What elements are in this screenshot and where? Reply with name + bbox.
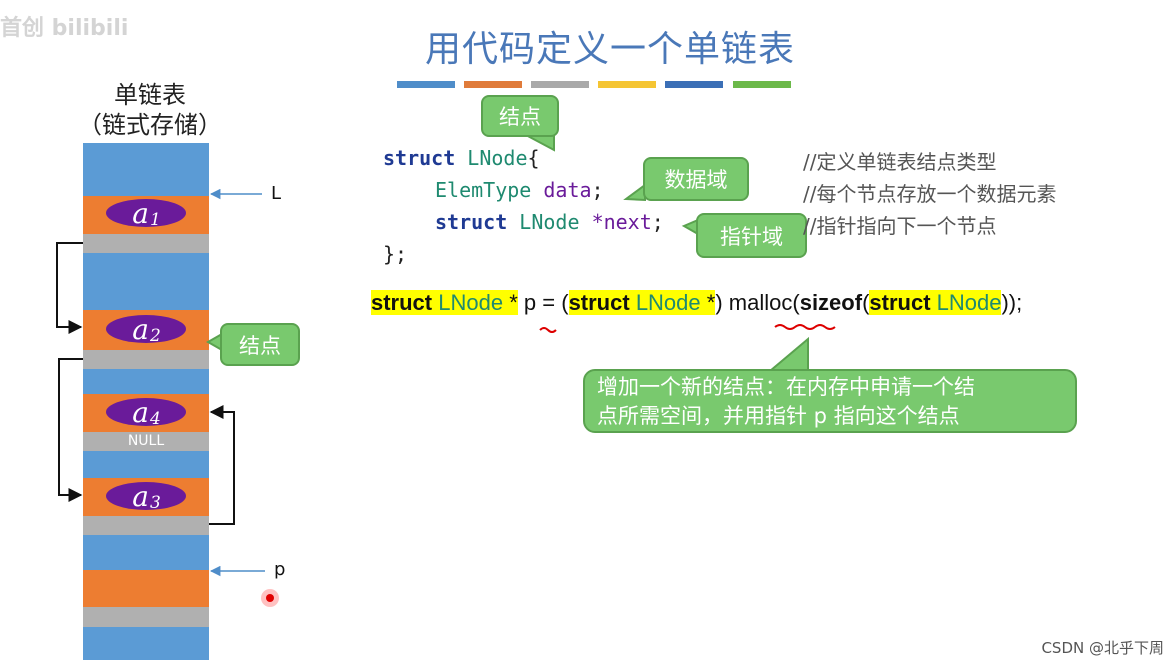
memory-cell: [83, 350, 209, 369]
code-line-2: ElemType data;: [435, 178, 604, 202]
memory-cell: [83, 627, 209, 660]
code-keyword: struct: [568, 290, 630, 315]
memory-title-line1: 单链表: [114, 81, 186, 109]
callout-tail: [767, 336, 809, 372]
memory-cell: [83, 369, 209, 394]
code-punct: {: [527, 146, 540, 170]
code-type: LNode: [635, 290, 701, 315]
code-keyword: struct: [435, 210, 508, 234]
color-strip-2: [464, 81, 522, 88]
memory-cell: [83, 516, 209, 535]
code-type: LNode: [936, 290, 1002, 315]
pointer-L-label: L: [271, 183, 282, 204]
code-var: *next: [591, 210, 652, 234]
node-name: a: [132, 312, 149, 346]
code-keyword: struct: [383, 146, 456, 170]
memory-cell: [83, 234, 209, 253]
malloc-highlight-1: struct LNode *: [371, 290, 518, 315]
callout-malloc-line1: 增加一个新的结点：在内存中申请一个结: [597, 375, 975, 399]
null-label: NULL: [127, 433, 165, 449]
code-punct: (: [862, 290, 870, 315]
malloc-highlight-3: struct LNode: [869, 290, 1002, 315]
link-a1-to-a2: [56, 242, 83, 334]
code-type: LNode: [467, 146, 528, 170]
credit-watermark: CSDN @北乎下周: [1041, 639, 1164, 657]
malloc-code-line: struct LNode * p = (struct LNode *) mall…: [371, 290, 1022, 316]
comment-1: //定义单链表结点类型: [803, 150, 997, 174]
malloc-highlight-2: struct LNode *: [568, 290, 716, 315]
callout-data-field: 数据域: [643, 157, 749, 201]
memory-cell: [83, 535, 209, 570]
code-var: data: [543, 178, 592, 202]
color-strip-6: [733, 81, 791, 88]
code-func-malloc: malloc: [728, 290, 793, 315]
code-punct: ;: [651, 210, 664, 234]
code-punct: ;: [591, 178, 604, 202]
code-keyword: struct: [869, 290, 931, 315]
code-type: ElemType: [435, 178, 532, 202]
code-punct: ));: [1001, 290, 1023, 315]
memory-cell: [83, 432, 209, 451]
callout-node-side: 结点: [220, 323, 300, 366]
code-line-1: struct LNode{: [383, 146, 540, 170]
code-line-4: };: [383, 242, 408, 266]
squiggle-under-p: [539, 327, 557, 333]
memory-cell: [83, 143, 209, 196]
callout-node-top: 结点: [481, 95, 559, 137]
color-strip-5: [665, 81, 723, 88]
pointer-p-label: p: [274, 559, 286, 580]
color-strip-3: [531, 81, 589, 88]
link-a2-to-a3: [58, 358, 83, 502]
watermark: 首创 bilibili: [0, 16, 129, 41]
code-keyword: struct: [371, 290, 433, 315]
node-subscript: 1: [149, 210, 161, 230]
comment-2: //每个节点存放一个数据元素: [803, 182, 1057, 206]
memory-cell: [83, 451, 209, 478]
node-subscript: 2: [149, 326, 161, 346]
memory-cell: [83, 253, 209, 310]
comment-3: //指针指向下一个节点: [803, 214, 997, 238]
node-subscript: 3: [149, 493, 161, 513]
callout-malloc-line2: 点所需空间，并用指针 p 指向这个结点: [597, 404, 960, 428]
node-subscript: 4: [149, 409, 161, 429]
memory-title: 单链表 （链式存储）: [70, 80, 230, 140]
code-punct: *: [700, 290, 716, 315]
link-a3-to-a4: [209, 405, 235, 525]
code-var-p: p: [523, 290, 537, 315]
code-punct: ): [715, 290, 729, 315]
code-type: LNode: [438, 290, 504, 315]
squiggle-under-malloc: [774, 324, 836, 330]
code-punct: = (: [536, 290, 569, 315]
code-keyword-sizeof: sizeof: [799, 290, 863, 315]
node-name: a: [132, 196, 149, 230]
code-type: LNode: [519, 210, 580, 234]
callout-malloc: 增加一个新的结点：在内存中申请一个结 点所需空间，并用指针 p 指向这个结点: [583, 369, 1077, 433]
callout-pointer-field: 指针域: [696, 213, 807, 258]
node-name: a: [132, 395, 149, 429]
color-strip-4: [598, 81, 656, 88]
cursor-dot-core: [266, 594, 274, 602]
memory-cell: [83, 570, 209, 607]
page-title: 用代码定义一个单链表: [424, 29, 795, 70]
node-name: a: [132, 479, 149, 513]
memory-title-line2: （链式存储）: [78, 111, 222, 139]
code-punct: *: [503, 290, 518, 315]
color-strip-1: [397, 81, 455, 88]
code-line-3: struct LNode *next;: [435, 210, 664, 234]
code-punct: (: [792, 290, 800, 315]
memory-cell: [83, 607, 209, 627]
